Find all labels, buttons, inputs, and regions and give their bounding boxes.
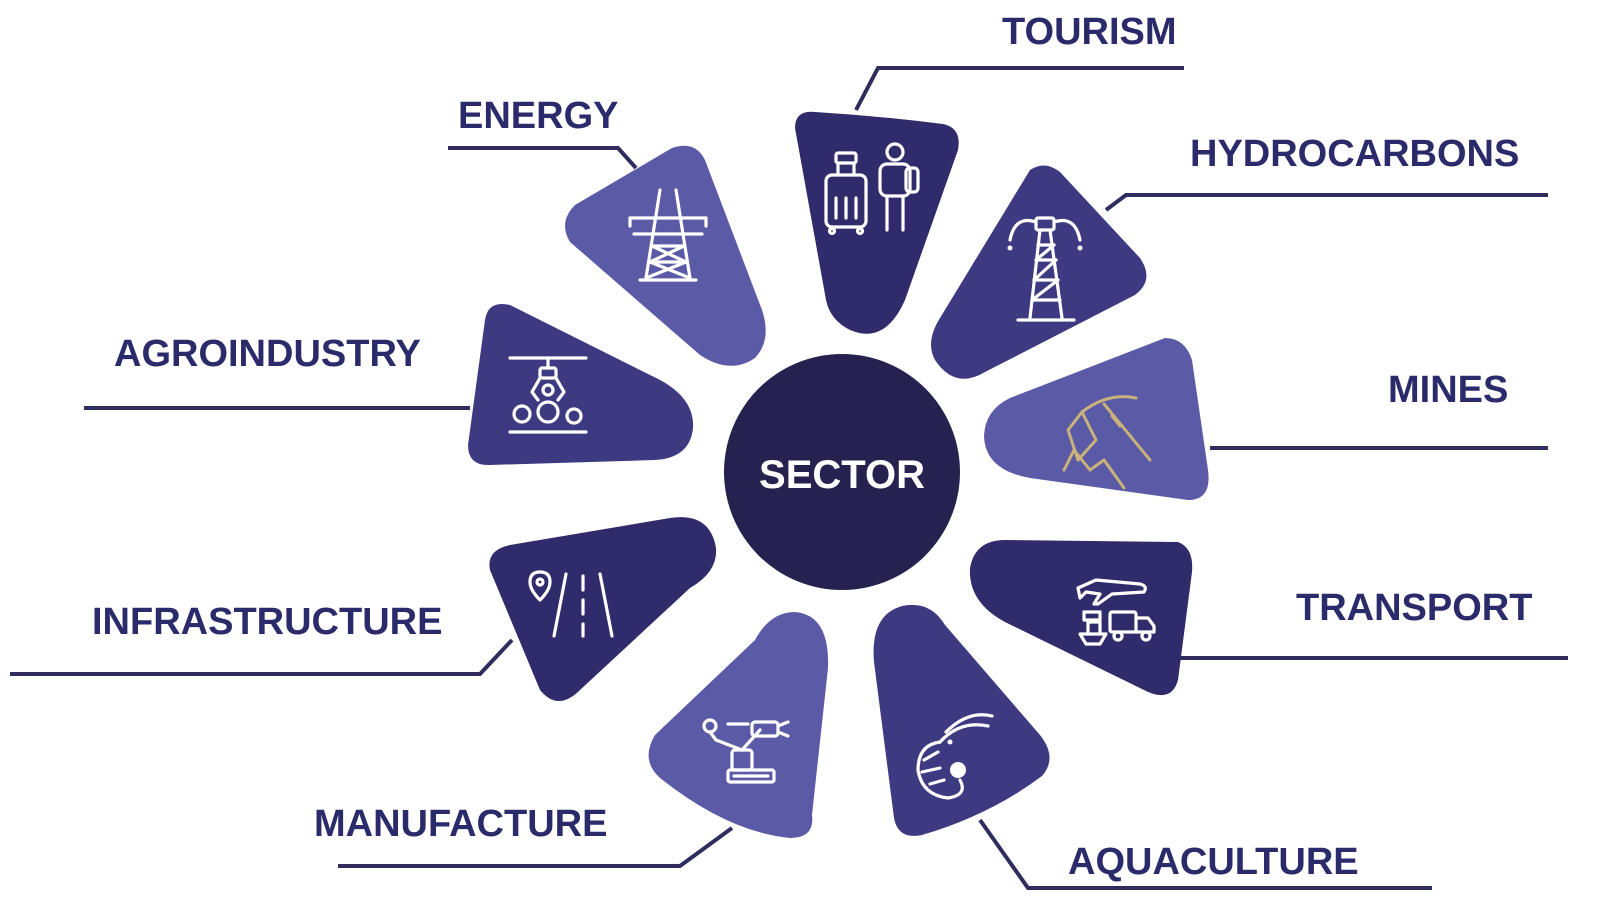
power-tower-icon [628,188,708,282]
center-circle [724,354,960,590]
pickaxe-icon [1062,395,1152,490]
label-mines: MINES [1388,369,1508,411]
label-agroindustry: AGROINDUSTRY [114,333,421,375]
label-manufacture: MANUFACTURE [314,803,607,845]
petal-agroindustry[interactable] [468,304,694,466]
petal-mines[interactable] [984,338,1209,500]
petals [468,111,1209,838]
label-hydrocarbons: HYDROCARBONS [1190,133,1519,175]
claw-fruit-icon [508,356,588,434]
leader-aquaculture [978,818,1432,890]
label-aquaculture: AQUACULTURE [1068,841,1359,883]
center-label: SECTOR [759,453,925,497]
leader-energy [448,146,638,170]
petal-transport[interactable] [969,540,1193,696]
sector-labels: TOURISM HYDROCARBONS MINES TRANSPORT AQU… [92,11,1532,883]
petal-infrastructure[interactable] [489,517,717,701]
leader-infrastructure [10,638,514,676]
road-pin-icon [528,570,614,638]
label-tourism: TOURISM [1002,11,1177,53]
petal-hydrocarbons[interactable] [931,165,1147,379]
leader-manufacture [338,826,734,868]
label-infrastructure: INFRASTRUCTURE [92,601,442,643]
petal-tourism[interactable] [795,111,959,334]
plane-ship-truck-icon [1076,578,1156,646]
shrimp-icon [916,713,994,800]
leader-lines [10,66,1568,890]
oil-rig-icon [1007,216,1083,322]
label-energy: ENERGY [458,95,618,137]
leader-hydrocarbons [1104,193,1548,212]
robot-arm-icon [702,718,790,784]
label-transport: TRANSPORT [1296,587,1532,629]
luggage-traveler-icon [824,142,920,236]
leader-tourism [854,66,1184,111]
